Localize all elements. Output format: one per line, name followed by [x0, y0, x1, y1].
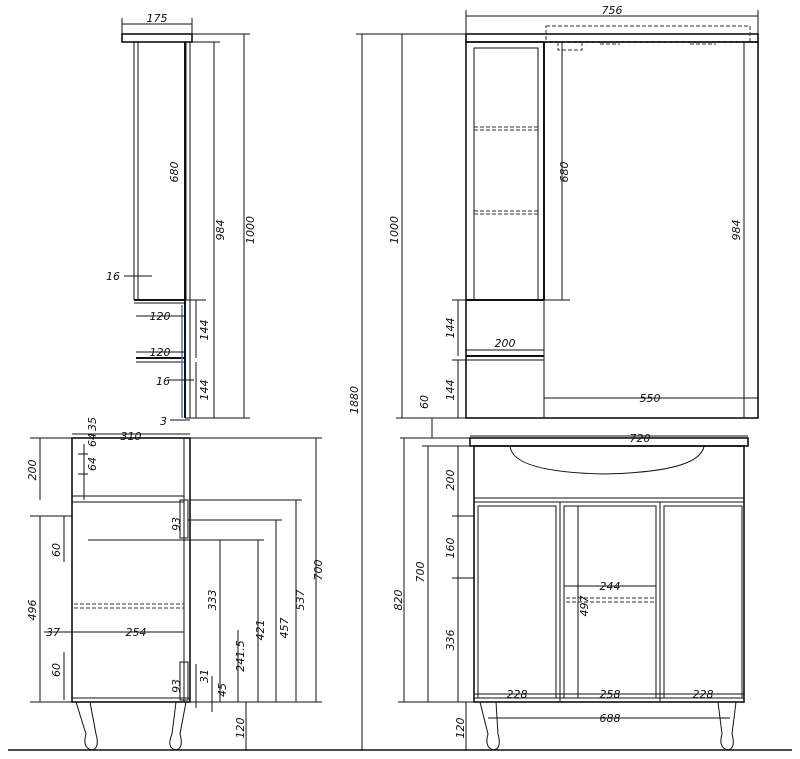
dim-cab-side-457: 457: [278, 618, 291, 639]
dim-front-mirror-width: 550: [640, 392, 661, 405]
dim-cab-side-35: 35: [86, 417, 99, 431]
cabinet-side-leg-right: [169, 701, 187, 751]
cabinet-side-leg-left: [75, 701, 98, 751]
dim-front-width: 756: [602, 4, 623, 17]
dim-cab-side-shelf-depth: 254: [126, 626, 147, 639]
mirror-front-body: [465, 41, 759, 419]
dim-front-shelf-width: 200: [495, 337, 516, 350]
cabinet-front-leg-right: [717, 701, 737, 751]
dim-cab-front-width: 720: [630, 432, 651, 445]
dim-side-shelf-thickness: 16: [156, 375, 170, 388]
cabinet-front-leg-left: [479, 701, 500, 751]
dim-cab-front-160: 160: [444, 538, 457, 559]
dim-side-section: 144: [198, 320, 211, 341]
dim-cab-side-537: 537: [294, 590, 307, 611]
dim-side-shelf-depth: 120: [150, 310, 171, 323]
dim-side-shelf-depth-2: 120: [150, 346, 171, 359]
dim-front-section: 144: [444, 318, 457, 339]
cabinet-front-door-left: [477, 505, 557, 699]
dim-cab-front-drawer: 200: [444, 470, 457, 491]
dim-cab-side-93b: 93: [170, 679, 183, 693]
dim-cab-side-depth: 310: [121, 430, 142, 443]
dim-cab-side-93a: 93: [170, 517, 183, 531]
dim-cab-side-241-5: 241.5: [234, 640, 247, 672]
dim-cab-side-60a: 60: [50, 543, 63, 557]
dim-cab-front-700: 700: [414, 562, 427, 583]
cabinet-side-view: 310 35 64 64 200 496 60 60 37 254 93 93 …: [26, 417, 325, 751]
dim-front-total-height: 1000: [388, 216, 401, 244]
dim-front-section-2: 144: [444, 380, 457, 401]
dim-cab-side-37: 37: [46, 626, 60, 639]
dim-cab-front-leg-span: 688: [600, 712, 621, 725]
dim-side-total-height: 1000: [244, 216, 257, 244]
dim-cab-side-421: 421: [254, 620, 267, 641]
dim-cab-side-700: 700: [312, 560, 325, 581]
dim-cab-side-496: 496: [26, 600, 39, 621]
dim-cab-side-31: 31: [198, 669, 211, 683]
overall-dimensions: 1880 60: [348, 33, 466, 750]
dim-cab-front-497: 497: [578, 596, 591, 617]
dim-side-section-2: 144: [198, 380, 211, 401]
cabinet-front-view: 720 820 700 200 160 336 244 497 228 258 …: [392, 432, 749, 751]
dim-cab-front-336: 336: [444, 630, 457, 651]
dim-overall-height: 1880: [348, 386, 361, 414]
dim-cab-front-leg: 120: [454, 718, 467, 739]
mirror-front-light: [545, 25, 751, 43]
dim-front-body-height: 984: [730, 220, 743, 241]
dim-cab-side-leg: 120: [234, 718, 247, 739]
mirror-side-top-cap: [121, 33, 193, 43]
dim-cab-front-door-right: 228: [693, 688, 714, 701]
dim-side-body-height: 984: [214, 220, 227, 241]
dim-cab-side-drawer: 200: [26, 460, 39, 481]
cabinet-front-door-right: [663, 505, 743, 699]
cabinet-front-body: [473, 445, 745, 703]
dim-cab-side-60b: 60: [50, 663, 63, 677]
mirror-front-top-cap: [465, 33, 759, 43]
dim-cab-side-64b: 64: [86, 457, 99, 471]
cabinet-front-basin: [509, 445, 705, 475]
mirror-front-view: 756 680 984 1000 144 144 200 550: [388, 4, 759, 419]
dim-side-panel: 16: [106, 270, 120, 283]
cabinet-front-countertop: [469, 437, 749, 447]
dim-cab-side-45: 45: [216, 683, 229, 697]
dim-cab-front-shelf: 244: [600, 580, 621, 593]
dim-front-inner-height: 680: [558, 162, 571, 183]
dim-side-width: 175: [147, 12, 168, 25]
dim-cab-side-333: 333: [206, 590, 219, 611]
cabinet-side-body: [71, 437, 191, 703]
dim-gap: 60: [418, 395, 431, 409]
dim-side-gap: 3: [160, 415, 167, 428]
dim-side-inner-height: 680: [168, 162, 181, 183]
dim-cab-side-64a: 64: [86, 433, 99, 447]
dim-cab-front-door-left: 228: [507, 688, 528, 701]
mirror-side-view: 175 680 984 1000 16 120 120 144 144 16 3: [106, 12, 257, 428]
dim-cab-front-door-center: 258: [600, 688, 621, 701]
dim-cab-front-820: 820: [392, 590, 405, 611]
mirror-front-shelf-niche: [473, 47, 539, 301]
